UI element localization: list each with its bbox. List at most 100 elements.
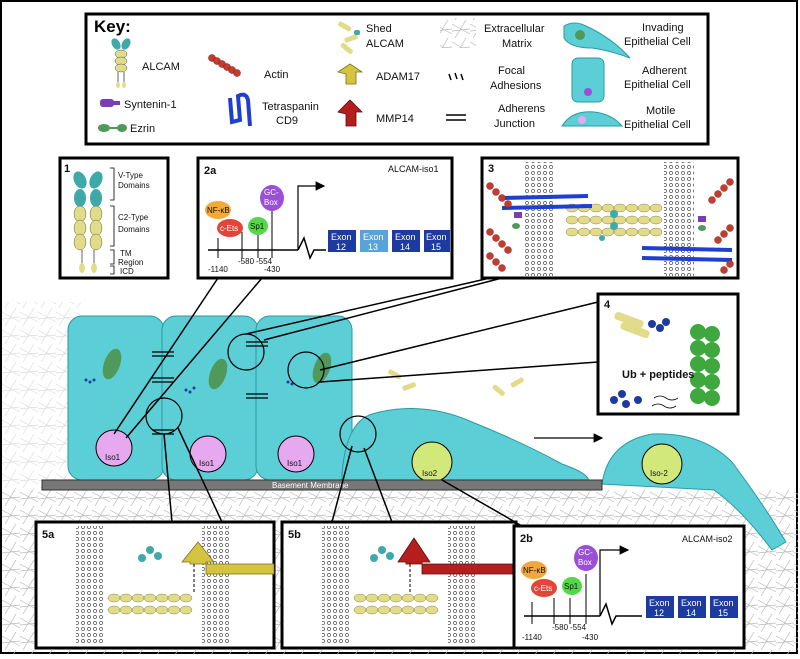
panel-5b-membrane-left — [322, 526, 350, 644]
panel-2b-exon-2-line1: Exon — [681, 598, 702, 608]
adherent-epithelial-cells: Iso1 Iso1 Iso1 — [67, 315, 353, 481]
panel-1-label-vtype: V-Type — [118, 171, 143, 180]
key-label-adherent-cell: Epithelial Cell — [624, 79, 691, 91]
key-label-adherens: Adherens — [498, 103, 546, 115]
panel-2b-pos-1140: -1140 — [522, 633, 542, 642]
panel-1-alcam-domains: 1 V-Type Domains C2-Type Domains TM Regi… — [58, 156, 170, 280]
key-label-mmp14: MMP14 — [376, 113, 414, 125]
basement-membrane — [41, 479, 603, 491]
panel-2b-pos-580: -580 — [552, 623, 569, 632]
ezrin-icon — [98, 124, 127, 132]
key-label-ezrin: Ezrin — [130, 123, 155, 135]
panel-2a-exon-4-line1: Exon — [426, 232, 447, 242]
panel-5a-adam17-cleavage: 5a — [34, 520, 276, 650]
nucleus-label-iso1-c: Iso1 — [287, 459, 303, 468]
panel-2b-exons: Exon 12 Exon 14 Exon 15 — [646, 596, 738, 618]
panel-5a-adam17 — [181, 541, 275, 575]
panel-2b-pos-430: -430 — [582, 633, 599, 642]
panel-2b-exon-1-line1: Exon — [649, 598, 670, 608]
panel-1-label-c2type: C2-Type — [118, 213, 149, 222]
panel-2b-sp1: Sp1 — [564, 582, 579, 591]
panel-2b-exon-1-line2: 12 — [654, 608, 664, 618]
key-label-invading: Invading — [642, 22, 684, 34]
key-label-motile: Motile — [646, 105, 675, 117]
panel-2a-gc2: Box — [264, 198, 278, 207]
key-label-shed-alcam: ALCAM — [366, 38, 404, 50]
panel-2b-pos-554: -554 — [570, 623, 587, 632]
basement-membrane-label: Basement Membrane — [272, 481, 349, 490]
panel-2a-exon-2-line1: Exon — [363, 232, 384, 242]
panel-2a-nfkb: NF-κB — [207, 206, 230, 215]
panel-1-label-region: Region — [118, 258, 143, 267]
tetraspanin-icon — [228, 92, 252, 127]
panel-4-proteasomal-degradation: 4 Ub + peptides — [596, 292, 740, 416]
panel-2a-exon-4-line2: 15 — [431, 242, 441, 252]
key-label-adhesions: Adhesions — [490, 80, 542, 92]
nucleus-label-iso1-a: Iso1 — [105, 453, 121, 462]
panel-2b-cets: c-Ets — [534, 584, 552, 593]
key-legend: Key: ALCAM Syntenin-1 Ezrin Actin — [84, 12, 710, 146]
shed-alcam-cluster — [388, 369, 524, 396]
panel-2a-title: ALCAM-iso1 — [388, 164, 439, 174]
invading-motile-cells: Iso2 Iso-2 — [339, 369, 787, 551]
panel-1-label-c2type-domains: Domains — [118, 225, 150, 234]
panel-2b-exon-2-line2: 14 — [686, 608, 696, 618]
panel-4-number: 4 — [604, 299, 611, 311]
panel-3-number: 3 — [488, 163, 494, 175]
actin-icon — [208, 54, 241, 77]
key-label-focal: Focal — [498, 65, 525, 77]
panel-2a-exon-2-line2: 13 — [368, 242, 378, 252]
panel-2b-nfkb: NF-κB — [523, 566, 546, 575]
key-label-matrix: Matrix — [502, 38, 532, 50]
panel-5a-number: 5a — [42, 529, 55, 541]
panel-2b-number: 2b — [520, 533, 533, 545]
key-label-tetraspanin: Tetraspanin — [262, 101, 319, 113]
panel-5b-mmp14-cleavage: 5b — [280, 520, 518, 650]
panel-2a-gc1: GC- — [264, 188, 279, 197]
syntenin-icon — [100, 99, 120, 107]
adherent-cell-icon — [571, 57, 605, 103]
nucleus-label-iso2b: Iso-2 — [650, 469, 668, 478]
panel-3-membrane-left — [524, 162, 554, 276]
invading-cell-icon — [563, 22, 631, 59]
panel-1-number: 1 — [64, 163, 70, 175]
nucleus-label-iso1-b: Iso1 — [199, 459, 215, 468]
motile-cell-icon — [561, 111, 624, 127]
panel-1-label-tm: TM — [120, 249, 132, 258]
key-label-cd9: CD9 — [276, 115, 298, 127]
panel-2a-pos-430: -430 — [264, 265, 281, 274]
panel-5a-membrane-right — [202, 526, 230, 644]
panel-2a-exon-3-line1: Exon — [395, 232, 416, 242]
panel-2a-alcam-iso1-promoter: 2a ALCAM-iso1 NF-κB c-Ets Sp1 GC- Box -5… — [196, 156, 454, 280]
panel-5b-number: 5b — [288, 529, 301, 541]
proteasome — [690, 324, 720, 406]
panel-2a-exon-1-line2: 12 — [336, 242, 346, 252]
panel-3-cd9 — [501, 194, 733, 262]
ecm-icon — [440, 18, 476, 48]
panel-2b-gc2: Box — [578, 558, 592, 567]
key-label-adam17: ADAM17 — [376, 71, 420, 83]
alcam-icon — [111, 38, 131, 88]
panel-5a-membrane-left — [76, 526, 104, 644]
focal-adhesion-icon — [448, 72, 464, 81]
key-label-extracellular: Extracellular — [484, 23, 545, 35]
panel-2a-sp1: Sp1 — [250, 222, 265, 231]
connector-lines — [113, 277, 599, 527]
mmp14-icon — [337, 99, 363, 127]
panel-2b-gc1: GC- — [578, 548, 593, 557]
panel-2a-pos-1140: -1140 — [208, 265, 228, 274]
key-title: Key: — [94, 17, 131, 36]
key-label-syntenin: Syntenin-1 — [124, 99, 177, 111]
panel-3-adherens-junction-closeup: 3 — [480, 156, 740, 280]
panel-4-text: Ub + peptides — [622, 369, 694, 381]
adam17-icon — [337, 63, 364, 85]
panel-2a-number: 2a — [204, 165, 217, 177]
adherens-junction-icon — [446, 114, 466, 121]
key-label-invading-cell: Epithelial Cell — [624, 36, 691, 48]
key-label-motile-cell: Epithelial Cell — [624, 119, 691, 131]
nucleus-label-iso2: Iso2 — [422, 469, 438, 478]
panel-1-label-icd: ICD — [120, 267, 134, 276]
panel-2b-alcam-iso2-promoter: 2b ALCAM-iso2 NF-κB c-Ets Sp1 GC- Box -5… — [512, 524, 746, 650]
